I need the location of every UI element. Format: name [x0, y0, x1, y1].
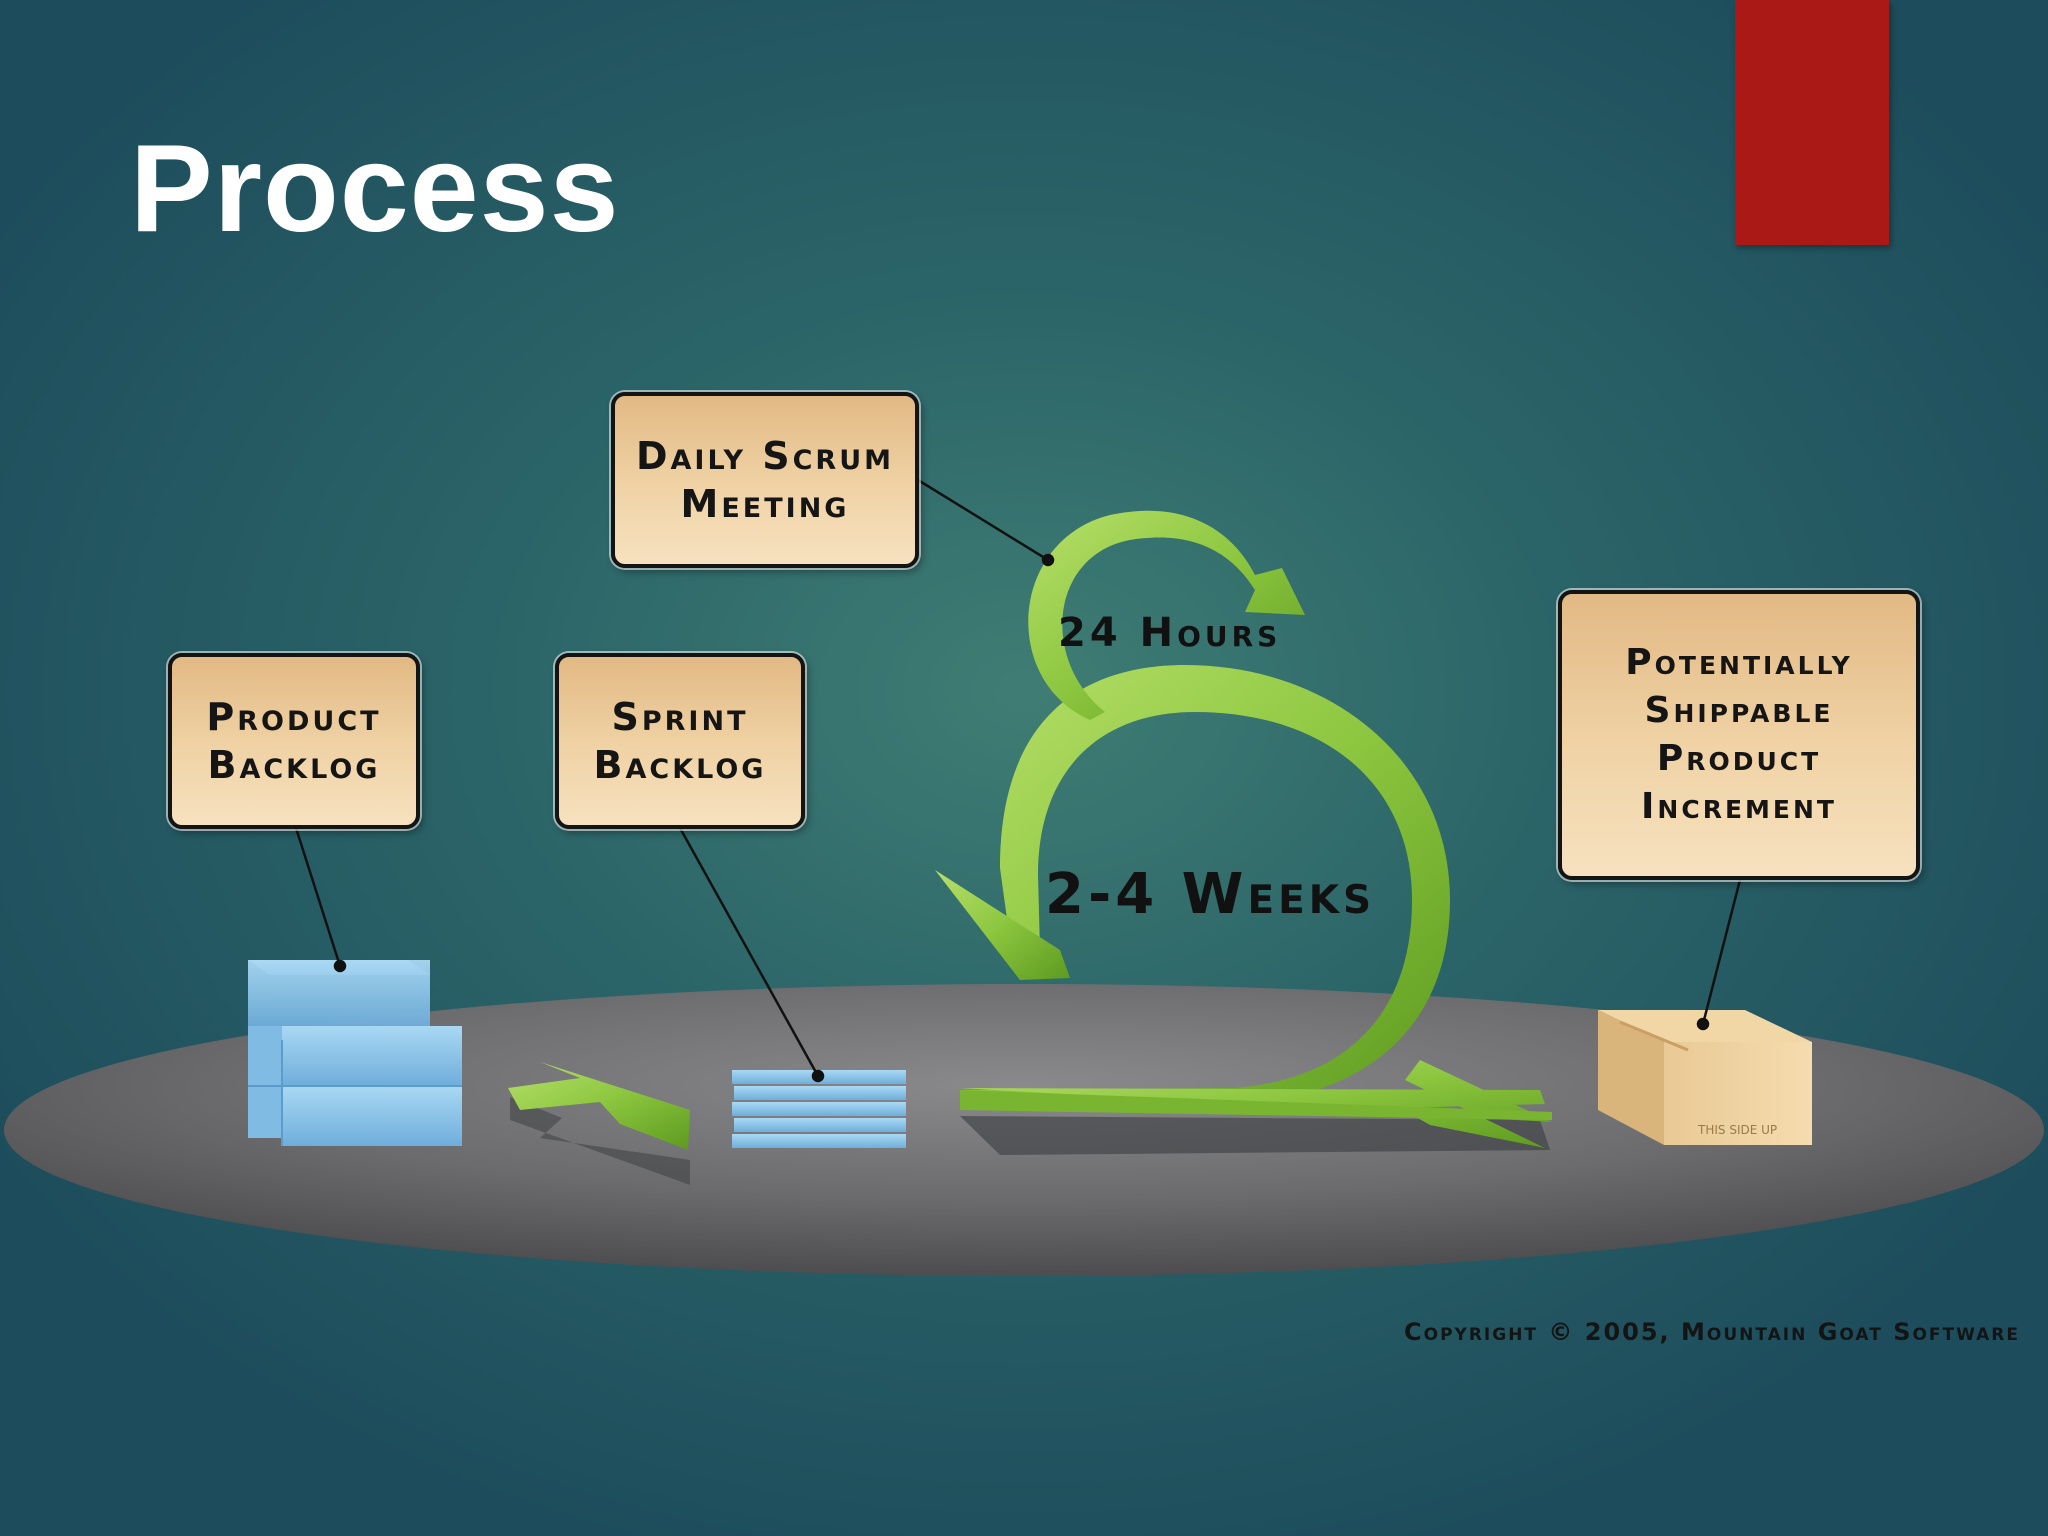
product-backlog-label: Product Backlog	[168, 653, 420, 829]
sprint-backlog-text: Sprint Backlog	[593, 695, 767, 787]
product-backlog-text: Product Backlog	[206, 695, 382, 787]
daily-cycle-label: 24 Hours	[1058, 610, 1282, 656]
daily-scrum-meeting-label: Daily Scrum Meeting	[611, 392, 919, 568]
leader-lines	[294, 478, 1742, 1083]
shipping-box: THIS SIDE UP	[1598, 1010, 1812, 1145]
flow-arrow-small	[508, 1062, 690, 1185]
daily-scrum-meeting-text: Daily Scrum Meeting	[635, 434, 895, 526]
box-side-text: THIS SIDE UP	[1697, 1123, 1777, 1137]
sprint-cycle-arrow	[935, 665, 1552, 1148]
sprint-backlog-label: Sprint Backlog	[555, 653, 805, 829]
slide-title: Process	[130, 120, 620, 258]
accent-tab	[1735, 0, 1889, 245]
product-backlog-stack	[248, 960, 462, 1146]
product-increment-label: Potentially Shippable Product Increment	[1558, 590, 1920, 880]
copyright-notice: Copyright © 2005, Mountain Goat Software	[1404, 1318, 2020, 1346]
product-increment-text: Potentially Shippable Product Increment	[1625, 642, 1853, 827]
sprint-cycle-label: 2-4 Weeks	[1045, 862, 1376, 927]
daily-cycle-arrow	[1028, 510, 1305, 720]
cycle-arrow-shadow	[960, 1116, 1550, 1155]
